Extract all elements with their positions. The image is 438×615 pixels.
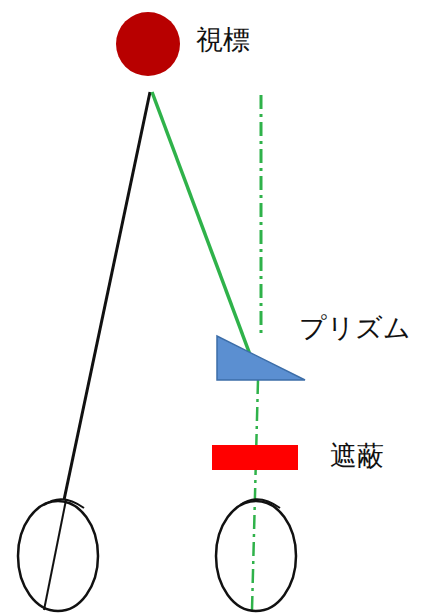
right-eye <box>216 499 296 611</box>
visual-axis <box>260 95 263 335</box>
occluder <box>212 445 298 470</box>
prism <box>217 336 305 380</box>
occluder-label: 遮蔽 <box>328 440 386 471</box>
target-label: 視標 <box>194 24 252 55</box>
left-eye <box>18 499 98 611</box>
deviated-line <box>152 92 255 368</box>
line-of-sight <box>64 92 150 500</box>
prism-label: プリズム <box>297 312 413 343</box>
fixation-target <box>116 12 180 76</box>
visual-axis <box>252 380 258 610</box>
